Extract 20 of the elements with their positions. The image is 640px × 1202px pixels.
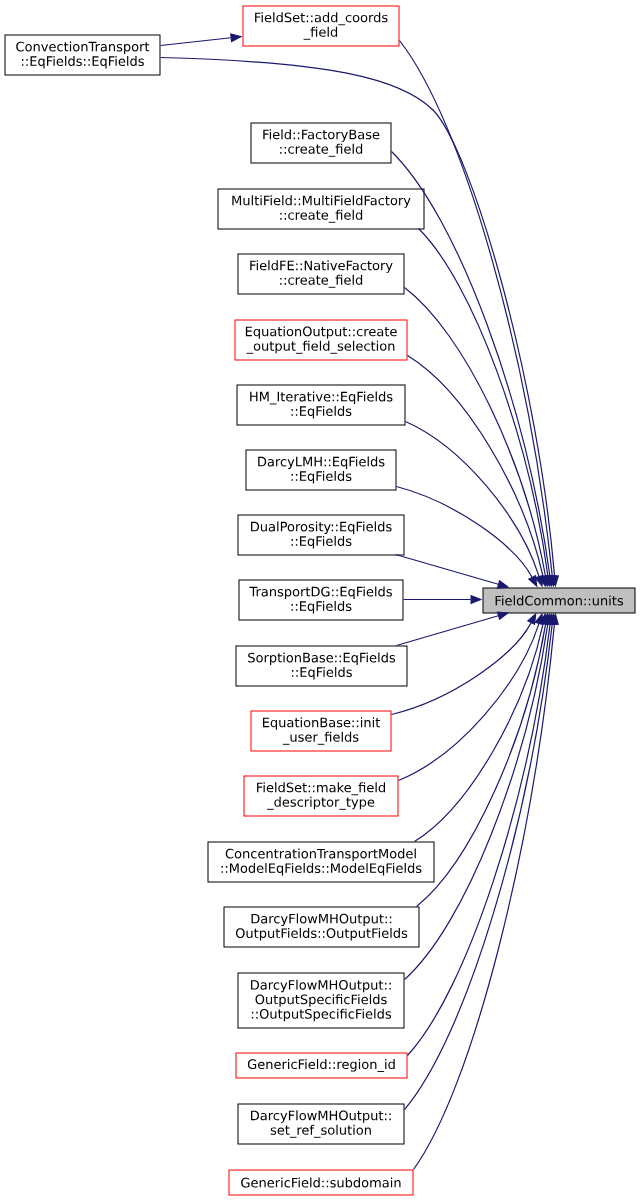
function-box: FieldCommon::units [482, 587, 636, 614]
function-box: ConcentrationTransportModel ::ModelEqFields::ModelEqFields [207, 841, 435, 883]
function-box: ConvectionTransport ::EqFields::EqFields [4, 34, 161, 76]
function-box: FieldSet::add_coords _field [242, 5, 400, 47]
function-box: DarcyFlowMHOutput:: OutputFields::OutputFields [223, 906, 420, 948]
function-box: TransportDG::EqFields ::EqFields [238, 579, 404, 621]
function-box: DarcyLMH::EqFields ::EqFields [245, 449, 397, 491]
function-box: HM_Iterative::EqFields ::EqFields [236, 384, 406, 426]
function-box: FieldFE::NativeFactory ::create_field [237, 253, 405, 295]
function-box: SorptionBase::EqFields ::EqFields [235, 645, 408, 687]
function-box: Field::FactoryBase ::create_field [250, 122, 392, 164]
function-box: EquationOutput::create _output_field_selection [234, 319, 408, 361]
function-box: GenericField::subdomain [228, 1169, 414, 1196]
function-box: MultiField::MultiFieldFactory ::create_field [217, 188, 425, 230]
function-box: DarcyFlowMHOutput:: set_ref_solution [237, 1103, 405, 1145]
function-box: DualPorosity::EqFields ::EqFields [237, 514, 405, 556]
function-box: FieldSet::make_field _descriptor_type [243, 775, 399, 817]
function-box: DarcyFlowMHOutput:: OutputSpecificFields ::OutputSpecificFields [237, 972, 405, 1029]
function-box: EquationBase::init _user_fields [250, 710, 392, 752]
function-box: GenericField::region_id [235, 1052, 408, 1079]
